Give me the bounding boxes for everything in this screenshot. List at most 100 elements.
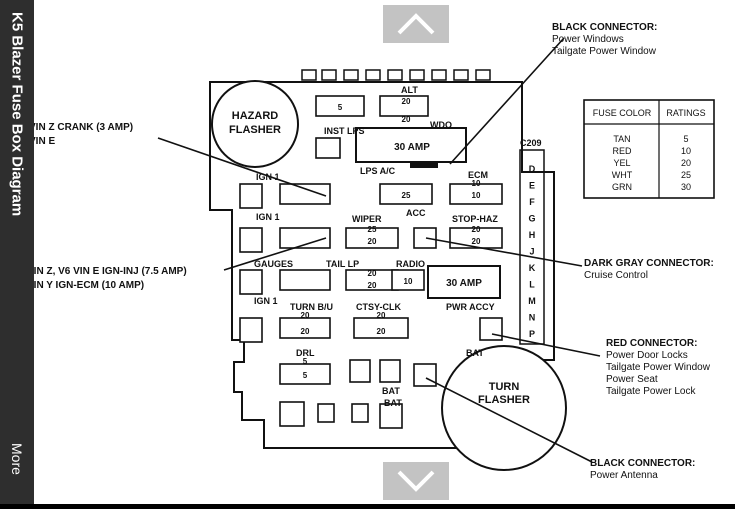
fuse-small-inst xyxy=(315,137,341,159)
val-ctsy-20b: 20 xyxy=(377,327,386,336)
fuse-ign1-a xyxy=(279,183,331,205)
callout-igninj-l1: V6 VIN Z, V6 VIN E IGN-INJ (7.5 AMP) xyxy=(34,266,187,277)
c209-pin-f: F xyxy=(529,197,535,207)
callout-v6crank-l2: V8 VIN E xyxy=(34,136,55,147)
callout-black2-l1: Power Antenna xyxy=(590,470,658,481)
c209-pin-n: N xyxy=(529,313,536,323)
val-wiper-20: 20 xyxy=(368,237,377,246)
slot-bat-3: BAT xyxy=(384,398,402,408)
slot-inst-lps: INST LPS xyxy=(324,126,365,136)
fuse-lps-ac xyxy=(379,183,433,205)
val-alt-20b: 20 xyxy=(402,115,411,124)
callout-red-l2: Tailgate Power Window xyxy=(606,362,711,373)
turn-flasher xyxy=(441,345,567,471)
fuse-5-top xyxy=(315,95,365,117)
fuse-ign1-b xyxy=(279,227,331,249)
legend-header-color: FUSE COLOR xyxy=(593,108,652,118)
black-connector-power-antenna xyxy=(413,363,437,387)
callout-darkgray-l1: Cruise Control xyxy=(584,270,648,281)
more-button[interactable]: More xyxy=(9,443,25,475)
scroll-up-button[interactable] xyxy=(383,5,449,43)
callout-black1-title: BLACK CONNECTOR: xyxy=(552,22,657,33)
val-ctsy-20a: 20 xyxy=(377,311,386,320)
callout-black2-title: BLACK CONNECTOR: xyxy=(590,458,695,469)
slot-stop-haz: STOP-HAZ xyxy=(452,214,498,224)
leader-black-connector-2 xyxy=(425,377,593,463)
scroll-down-button[interactable] xyxy=(383,462,449,500)
callout-red-l3: Power Seat xyxy=(606,374,658,385)
chevron-up-icon xyxy=(397,13,435,35)
c209-pin-m: M xyxy=(528,296,536,306)
fuse-alt-20 xyxy=(379,95,429,117)
legend-color-tan: TAN xyxy=(613,134,630,144)
callout-v6crank-l1: V6 VIN Z CRANK (3 AMP) xyxy=(34,122,133,133)
relay-30amp-top xyxy=(355,127,467,163)
fuse-drl xyxy=(279,363,331,385)
legend-header-ratings: RATINGS xyxy=(666,108,705,118)
hazard-label-2: FLASHER xyxy=(229,124,281,136)
slot-bat-1: BAT xyxy=(466,348,484,358)
fuse-ctsy-clk xyxy=(353,317,409,339)
val-drl-5a: 5 xyxy=(303,357,308,366)
callout-black1-l2: Tailgate Power Window xyxy=(552,46,657,57)
c209-pin-l: L xyxy=(529,280,535,290)
val-tail-20a: 20 xyxy=(368,269,377,278)
legend-rating-30: 30 xyxy=(681,182,691,192)
legend-rating-25: 25 xyxy=(681,170,691,180)
hazard-label-1: HAZARD xyxy=(232,110,278,122)
fuse-blank-1 xyxy=(317,403,335,423)
sidebar: K5 Blazer Fuse Box Diagram More xyxy=(0,0,34,504)
c209-pin-e: E xyxy=(529,181,535,191)
c209-pin-d: D xyxy=(529,164,536,174)
legend-rating-10: 10 xyxy=(681,146,691,156)
slot-bat-2: BAT xyxy=(382,386,400,396)
slot-ctsy-clk: CTSY-CLK xyxy=(356,302,402,312)
relay-30amp-bottom xyxy=(427,265,501,299)
legend-color-yel: YEL xyxy=(613,158,630,168)
val-turn-20a: 20 xyxy=(301,311,310,320)
slot-turn-bu: TURN B/U xyxy=(290,302,333,312)
slot-pwr-accy: PWR ACCY xyxy=(446,302,495,312)
val-stophaz-20a: 20 xyxy=(472,225,481,234)
fuse-box-diagram: HAZARD FLASHER TURN FLASHER 30 AMP 30 AM… xyxy=(12,22,715,481)
slot-ign1-c: IGN 1 xyxy=(254,296,278,306)
chevron-down-icon xyxy=(397,470,435,492)
leader-black-connector-1 xyxy=(449,37,565,165)
black-connector-power-windows xyxy=(410,161,438,168)
c209-pin-g: G xyxy=(528,214,535,224)
slot-ign1-b: IGN 1 xyxy=(256,212,280,222)
slot-lps-ac: LPS A/C xyxy=(360,166,396,176)
page-title: K5 Blazer Fuse Box Diagram xyxy=(8,12,26,217)
val-ecm-10a: 10 xyxy=(472,179,481,188)
hazard-flasher xyxy=(211,80,299,168)
val-5-top: 5 xyxy=(338,103,343,112)
callout-red-l4: Tailgate Power Lock xyxy=(606,386,696,397)
fuse-ecm xyxy=(449,183,503,205)
val-stophaz-20b: 20 xyxy=(472,237,481,246)
fuse-radio xyxy=(391,269,425,291)
leader-v6-crank xyxy=(157,137,327,197)
val-wiper-25: 25 xyxy=(368,225,377,234)
val-ecm-10b: 10 xyxy=(472,191,481,200)
fuse-blank-2 xyxy=(351,403,369,423)
legend-color-red: RED xyxy=(612,146,632,156)
slot-alt: ALT xyxy=(401,85,418,95)
diagram-canvas: HAZARD FLASHER TURN FLASHER 30 AMP 30 AM… xyxy=(12,0,735,504)
val-tail-20b: 20 xyxy=(368,281,377,290)
leader-ign-inj xyxy=(223,237,327,271)
relay-label-bottom: 30 AMP xyxy=(446,278,482,289)
c209-pin-p: P xyxy=(529,329,535,339)
slot-tail-lp: TAIL LP xyxy=(326,259,359,269)
legend-color-wht: WHT xyxy=(612,170,633,180)
slot-wiper: WIPER xyxy=(352,214,382,224)
slot-acc: ACC xyxy=(406,208,426,218)
fuse-acc xyxy=(413,227,437,249)
val-drl-5b: 5 xyxy=(303,371,308,380)
slot-radio: RADIO xyxy=(396,259,425,269)
legend-rating-20: 20 xyxy=(681,158,691,168)
relay-label-top: 30 AMP xyxy=(394,142,430,153)
callout-darkgray-title: DARK GRAY CONNECTOR: xyxy=(584,258,714,269)
callout-red-l1: Power Door Locks xyxy=(606,350,688,361)
